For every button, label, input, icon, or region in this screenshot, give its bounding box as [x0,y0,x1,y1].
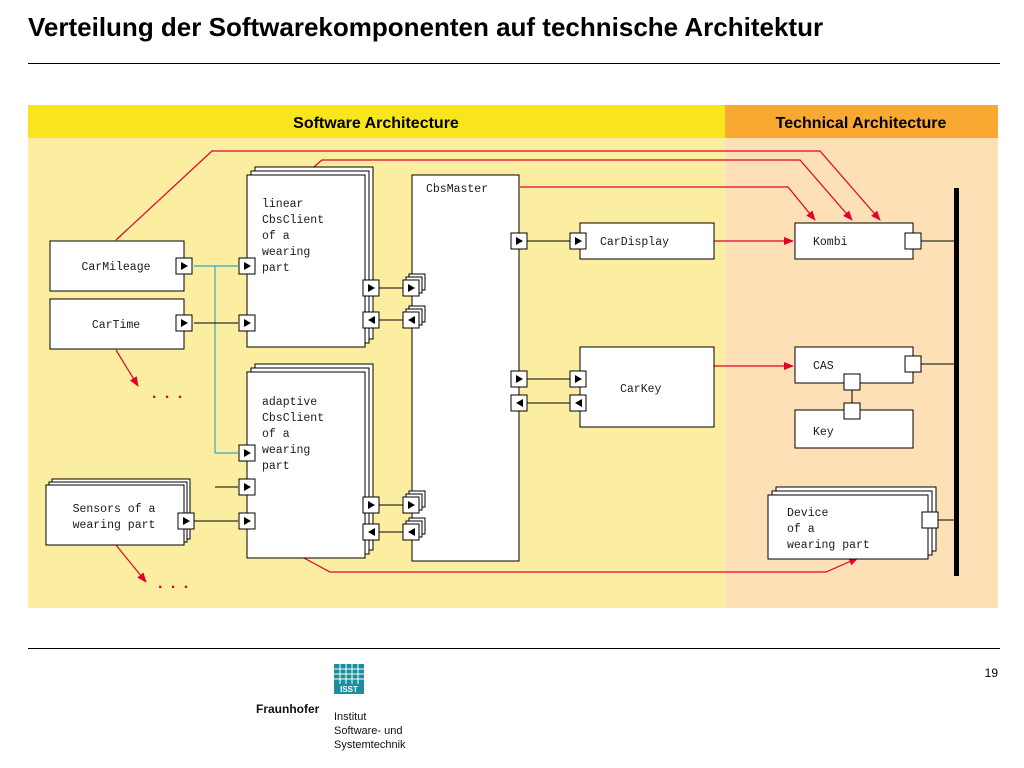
device-label-line3: wearing part [787,539,870,552]
logo-badge-text: ISST [340,685,358,694]
kombi-label: Kombi [813,236,848,249]
teal-connectors [194,265,238,454]
port-left-icon [402,523,420,541]
isst-logo-icon: ISST [334,664,364,694]
arrow-adaptive-device [303,557,859,573]
port-right-icon [238,512,256,530]
port-right-icon [238,478,256,496]
port-right-icon [175,314,193,332]
software-architecture-header: Software Architecture [293,115,459,132]
institute-line-3: Systemtechnik [334,739,406,751]
arrow-cartime-more [115,349,139,387]
port-left-icon [569,394,587,412]
red-arrows [115,150,881,583]
bus-bar [954,188,959,576]
port-right-icon [177,512,195,530]
fraunhofer-logo: ISST Fraunhofer Institut Software- und S… [256,664,436,764]
device-label-line1: Device [787,507,829,520]
linear-client-line1: linear [262,198,303,211]
device-stack [767,486,937,560]
ellipsis-upper: . . . [152,385,184,402]
port-right-icon [569,370,587,388]
arrow-linear-kombi [307,159,853,221]
arrow-carmileage-kombi [115,150,881,241]
institute-name: Institut Software- und Systemtechnik [334,710,406,752]
adaptive-client-stack [246,363,374,559]
device-port-icon [921,511,939,529]
device-label-line2: of a [787,523,815,536]
carkey-box [579,346,715,428]
cardisplay-label: CarDisplay [600,236,669,249]
institute-line-2: Software- und [334,725,403,737]
adaptive-client-line5: part [262,460,290,473]
ellipsis-lower: . . . [158,575,190,592]
port-right-icon [402,279,420,297]
adaptive-client-line1: adaptive [262,396,317,409]
title-rule [28,63,1000,64]
footer-rule [28,648,1000,649]
linear-client-line3: of a [262,230,290,243]
port-right-icon [569,232,587,250]
software-header-bar [28,105,725,138]
port-left-icon [510,394,528,412]
port-right-icon [510,232,528,250]
port-left-icon [362,523,380,541]
institute-line-1: Institut [334,711,367,723]
triangle-ports [175,232,587,541]
port-right-icon [362,496,380,514]
cartime-label: CarTime [92,319,140,332]
sensors-label-line1: Sensors of a [73,503,156,516]
port-right-icon [175,257,193,275]
black-connectors [194,240,954,533]
fraunhofer-brand: Fraunhofer [256,702,320,716]
key-port-icon [843,402,861,420]
key-label: Key [813,426,834,439]
cardisplay-box [579,222,715,260]
adaptive-client-line2: CbsClient [262,412,324,425]
technical-architecture-header: Technical Architecture [776,115,947,132]
cbsmaster-label: CbsMaster [426,183,488,196]
port-left-icon [402,311,420,329]
cas-port-icon [904,355,922,373]
sensors-stack [45,478,191,546]
port-right-icon [238,314,256,332]
linear-client-line4: wearing [262,246,310,259]
slide-title: Verteilung der Softwarekomponenten auf t… [28,12,824,42]
cbsmaster-box [411,174,520,562]
sensors-label-line2: wearing part [73,519,156,532]
technical-header-bar [725,105,998,138]
carmileage-label: CarMileage [81,261,150,274]
port-right-icon [402,496,420,514]
arrow-master-kombi [520,186,816,221]
linear-client-line5: part [262,262,290,275]
linear-client-line2: CbsClient [262,214,324,227]
port-right-icon [238,257,256,275]
port-left-icon [362,311,380,329]
port-right-icon [510,370,528,388]
cartime-box [49,298,185,350]
hardware-ports [843,232,939,529]
cas-label: CAS [813,360,834,373]
kombi-box [794,222,914,260]
carkey-label: CarKey [620,383,662,396]
adaptive-client-line3: of a [262,428,290,441]
cas-key-port-icon [843,373,861,391]
carmileage-box [49,240,185,292]
page-number: 19 [984,666,998,680]
adaptive-client-line4: wearing [262,444,310,457]
port-right-icon [238,444,256,462]
port-right-icon [362,279,380,297]
kombi-port-icon [904,232,922,250]
linear-client-stack [246,166,374,348]
arrow-sensors-more [115,544,147,583]
